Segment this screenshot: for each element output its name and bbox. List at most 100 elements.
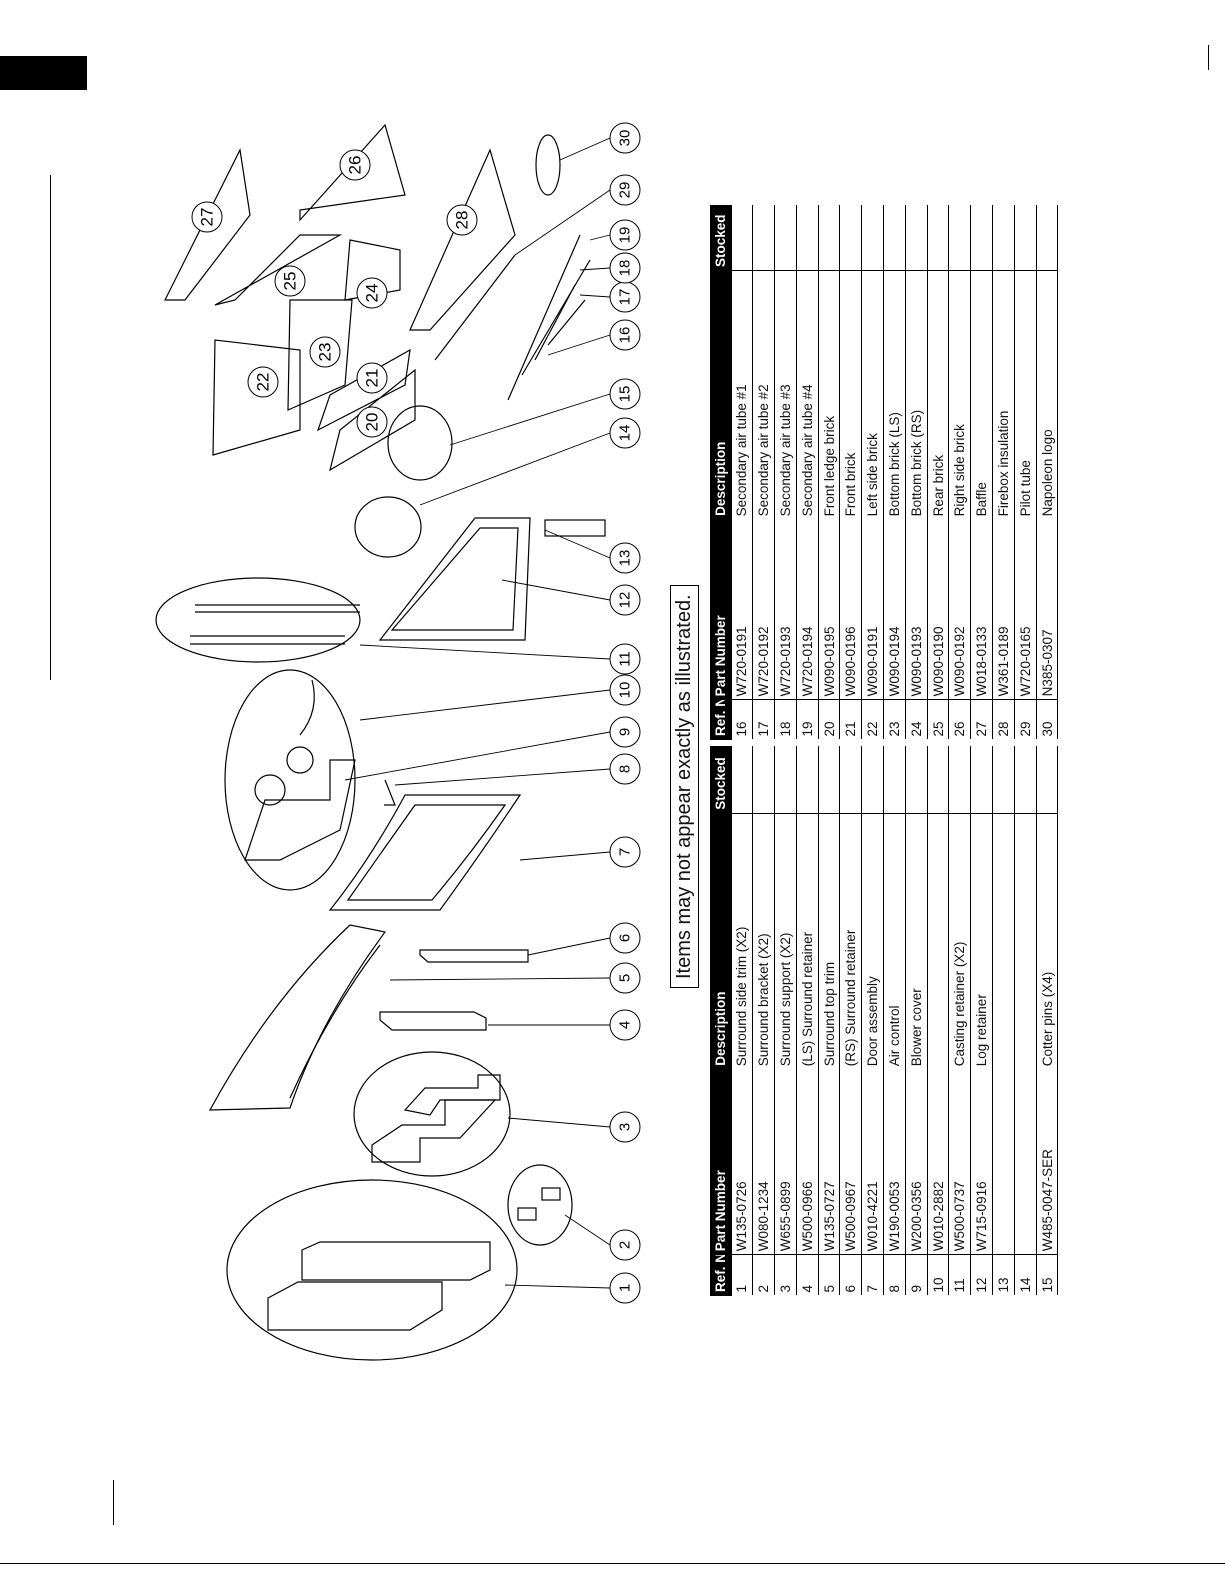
ls-surround-retainer bbox=[379, 1011, 487, 1031]
surround-bracket-detail bbox=[507, 1164, 573, 1246]
callout-circle bbox=[609, 122, 641, 154]
cell-stk bbox=[774, 746, 797, 814]
cell-desc: Surround top trim bbox=[818, 813, 840, 1070]
cell-stk bbox=[861, 746, 884, 814]
cell-stk bbox=[948, 746, 971, 814]
callout-label: 30 bbox=[617, 130, 634, 147]
callout-circle bbox=[609, 753, 641, 785]
cell-ref: 6 bbox=[839, 1254, 862, 1296]
cell-ref: 16 bbox=[731, 699, 753, 740]
cell-stk bbox=[796, 746, 819, 814]
cell-part: W361-0189 bbox=[992, 519, 1015, 700]
parts-table-1-15-wrapper: Ref. No. Part Number Description Stocked… bbox=[710, 746, 1058, 1296]
callout-circle bbox=[609, 319, 641, 351]
cell-part: W715-0916 bbox=[970, 1069, 993, 1255]
support-a bbox=[371, 1099, 497, 1163]
side-trim-piece-a bbox=[267, 1281, 443, 1331]
cell-desc: Front brick bbox=[839, 270, 862, 520]
callout-label: 11 bbox=[617, 651, 634, 667]
header-desc: Description bbox=[710, 813, 731, 1070]
cell-stk bbox=[883, 205, 906, 271]
callout-circle bbox=[309, 336, 341, 368]
cell-desc: Right side brick bbox=[948, 270, 971, 520]
cell-stk bbox=[905, 746, 928, 814]
cell-desc bbox=[927, 813, 949, 1070]
callout-label: 3 bbox=[617, 1123, 634, 1131]
cell-stk bbox=[948, 205, 971, 271]
cell-part: W090-0196 bbox=[839, 519, 862, 700]
cell-desc: Surround side trim (X2) bbox=[731, 813, 753, 1070]
door-assembly bbox=[328, 794, 522, 911]
cell-stk bbox=[905, 205, 928, 271]
cell-ref: 25 bbox=[927, 699, 949, 740]
cell-desc: Left side brick bbox=[861, 270, 884, 520]
cell-stk bbox=[752, 205, 775, 271]
callout-circle bbox=[609, 716, 641, 748]
callout-label: 5 bbox=[617, 974, 634, 982]
cell-stk bbox=[927, 205, 949, 271]
tube-1 bbox=[507, 234, 581, 401]
callout-label: 2 bbox=[617, 1241, 634, 1249]
cell-stk bbox=[774, 205, 797, 271]
callout-circle bbox=[247, 366, 279, 398]
callout-label: 29 bbox=[617, 182, 634, 199]
cell-ref: 12 bbox=[970, 1254, 993, 1296]
left-margin-rule bbox=[50, 175, 51, 680]
cell-ref: 8 bbox=[883, 1254, 906, 1296]
cell-part: W090-0190 bbox=[927, 519, 949, 700]
rs-surround-retainer bbox=[419, 949, 529, 963]
callout-label: 10 bbox=[617, 682, 634, 699]
cell-ref: 13 bbox=[992, 1254, 1015, 1296]
cell-desc: Surround support (X2) bbox=[774, 813, 797, 1070]
cell-ref: 14 bbox=[1014, 1254, 1037, 1296]
support-b bbox=[403, 1074, 501, 1116]
callout-label: 4 bbox=[617, 1021, 634, 1029]
cell-ref: 29 bbox=[1014, 699, 1037, 740]
cell-part: W720-0194 bbox=[796, 519, 819, 700]
header-ref: Ref. No. bbox=[710, 1254, 731, 1296]
cell-stk bbox=[796, 205, 819, 271]
cell-stk bbox=[1014, 205, 1037, 271]
cell-desc: Bottom brick (RS) bbox=[905, 270, 928, 520]
top-right-rule bbox=[1208, 45, 1209, 70]
baffle bbox=[164, 148, 251, 301]
cell-part bbox=[1014, 1069, 1037, 1255]
cell-ref: 21 bbox=[839, 699, 862, 740]
blower-motor-a bbox=[254, 774, 286, 806]
leader-lines bbox=[344, 137, 611, 1289]
callout-circle bbox=[609, 1009, 641, 1041]
callout-label: 17 bbox=[617, 289, 634, 306]
cell-desc: Air control bbox=[883, 813, 906, 1070]
cell-part: W500-0967 bbox=[839, 1069, 862, 1255]
log-retainer-block bbox=[544, 519, 606, 537]
cell-part: W485-0047-SER bbox=[1036, 1069, 1058, 1255]
cell-desc: Napoleon logo bbox=[1036, 270, 1058, 520]
header-stocked: Stocked bbox=[710, 746, 731, 814]
cell-stk bbox=[1036, 746, 1058, 814]
callout-label: 6 bbox=[617, 934, 634, 942]
callout-label: 26 bbox=[346, 156, 365, 175]
cell-part bbox=[992, 1069, 1015, 1255]
cell-desc: Firebox insulation bbox=[992, 270, 1015, 520]
cell-stk bbox=[1014, 746, 1037, 814]
cell-ref: 26 bbox=[948, 699, 971, 740]
cell-desc: (RS) Surround retainer bbox=[839, 813, 862, 1070]
callout-circle bbox=[609, 378, 641, 410]
callout-circle bbox=[609, 174, 641, 206]
callout-label: 13 bbox=[617, 550, 634, 567]
cell-ref: 3 bbox=[774, 1254, 797, 1296]
surround-side-trim-detail bbox=[226, 1179, 518, 1361]
cell-desc: Rear brick bbox=[927, 270, 949, 520]
cell-part: W080-1234 bbox=[752, 1069, 775, 1255]
cell-part: W500-0966 bbox=[796, 1069, 819, 1255]
cell-part: W135-0727 bbox=[818, 1069, 840, 1255]
bottom-brick-ls bbox=[287, 299, 353, 411]
cell-part: W090-0194 bbox=[883, 519, 906, 700]
